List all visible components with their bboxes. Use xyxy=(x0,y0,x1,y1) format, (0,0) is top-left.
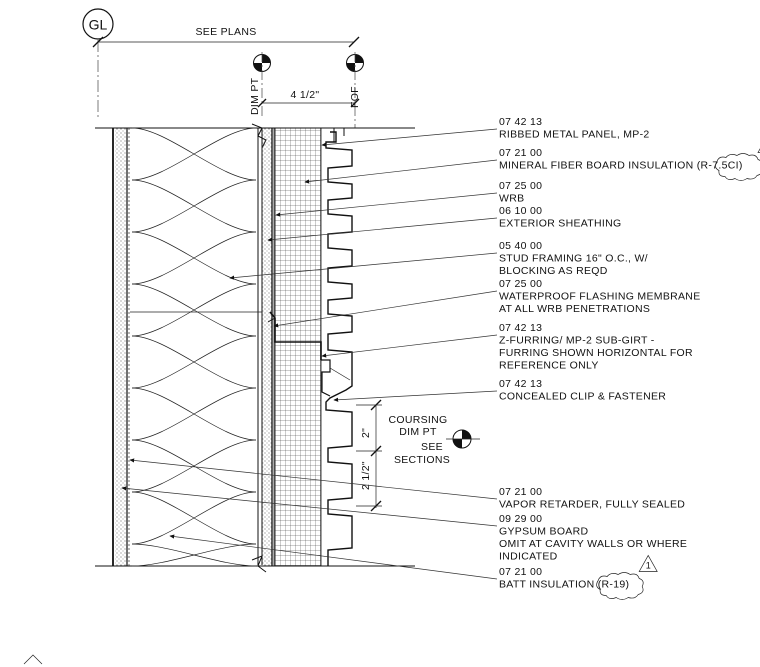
dim-pt-label: DIM PT xyxy=(249,77,261,115)
keynote-code: 07 21 00 xyxy=(499,147,542,159)
keynote-leader xyxy=(275,192,498,217)
concealed-clip xyxy=(321,359,331,397)
keynote-text: MINERAL FIBER BOARD INSULATION (R-7.5CI) xyxy=(499,160,743,172)
keynote-text: CONCEALED CLIP & FASTENER xyxy=(499,391,666,403)
revision-number: 1 xyxy=(646,561,651,571)
keynote-code: 07 25 00 xyxy=(499,180,542,192)
thickness-dimension: 4 1/2" xyxy=(257,89,360,108)
keynote-text: GYPSUM BOARD xyxy=(499,526,588,538)
keynote-leader xyxy=(129,458,498,500)
mineral-fiber-insulation xyxy=(274,127,322,567)
keynote-code: 07 21 00 xyxy=(499,566,542,578)
z-furring xyxy=(269,311,322,360)
revision-delta xyxy=(638,554,658,572)
keynote-text: FURRING SHOWN HORIZONTAL FOR xyxy=(499,347,693,359)
see-sections-label-1: SEE xyxy=(421,441,443,453)
keynote-code: 05 40 00 xyxy=(499,240,542,252)
keynote-code: 07 42 13 xyxy=(499,378,542,390)
revision-cloud xyxy=(596,572,644,600)
leader-lines xyxy=(121,128,498,580)
keynote-code: 07 25 00 xyxy=(499,278,542,290)
dim-pt-target: DIM PT xyxy=(249,52,271,118)
overall-dimension: SEE PLANS xyxy=(92,26,360,48)
keynote-text: EXTERIOR SHEATHING xyxy=(499,218,621,230)
fof-target: FOF xyxy=(346,52,364,128)
keynote-leader xyxy=(267,217,498,242)
coursing-dimensions: 2" 2 1/2" COURSING DIM PT SEE SECTIONS xyxy=(356,399,480,512)
keynote-text: REFERENCE ONLY xyxy=(499,360,599,372)
keynote-text: VAPOR RETARDER, FULLY SEALED xyxy=(499,499,685,511)
keynote-text: BLOCKING AS REQD xyxy=(499,265,608,277)
keynote-text: RIBBED METAL PANEL, MP-2 xyxy=(499,129,650,141)
keynote-code: 07 42 13 xyxy=(499,116,542,128)
keynote-code: 06 10 00 xyxy=(499,205,542,217)
coursing-label-1: COURSING xyxy=(389,414,448,426)
dim-2-label: 2" xyxy=(360,428,372,438)
gypsum-board xyxy=(115,128,127,566)
keynote-leader xyxy=(333,390,498,402)
fof-label: FOF xyxy=(349,86,361,108)
grid-bubble: GL xyxy=(82,8,114,120)
keynote-leader xyxy=(304,159,498,184)
keynote-leader xyxy=(321,128,498,147)
ribbed-metal-panel xyxy=(325,131,353,566)
coursing-label-2: DIM PT xyxy=(399,426,437,438)
keynote-leader xyxy=(121,486,498,527)
keynote-code: 09 29 00 xyxy=(499,513,542,525)
see-sections-label-2: SECTIONS xyxy=(394,454,450,466)
keynote-text: OMIT AT CAVITY WALLS OR WHERE xyxy=(499,538,687,550)
thickness-dimension-label: 4 1/2" xyxy=(291,89,320,101)
keynote-leader xyxy=(229,252,498,280)
keynote-text: AT ALL WRB PENETRATIONS xyxy=(499,303,650,315)
keynote-text: INDICATED xyxy=(499,551,558,563)
keynote-text: Z-FURRING/ MP-2 SUB-GIRT - xyxy=(499,335,655,347)
keynote-leader xyxy=(169,534,498,580)
keynote: 07 42 13Z-FURRING/ MP-2 SUB-GIRT -FURRIN… xyxy=(499,322,693,372)
grid-bubble-label: GL xyxy=(89,17,108,33)
keynote-code: 07 42 13 xyxy=(499,322,542,334)
sheet-corner-mark xyxy=(23,654,43,665)
keynote-text: WATERPROOF FLASHING MEMBRANE xyxy=(499,291,701,303)
wall-assembly xyxy=(95,123,415,573)
keynote-text: WRB xyxy=(499,193,524,205)
keynote-leader xyxy=(273,290,498,328)
dim-2-half-label: 2 1/2" xyxy=(360,461,372,490)
keynote-text: BATT INSULATION (R-19) xyxy=(499,579,629,591)
batt-insulation xyxy=(131,127,257,567)
keynote-leader xyxy=(321,334,498,358)
exterior-sheathing xyxy=(262,128,272,566)
keynote-code: 07 21 00 xyxy=(499,486,542,498)
keynote-text: STUD FRAMING 16" O.C., W/ xyxy=(499,253,648,265)
revision-cloud xyxy=(715,153,760,181)
overall-dimension-label: SEE PLANS xyxy=(195,26,256,38)
